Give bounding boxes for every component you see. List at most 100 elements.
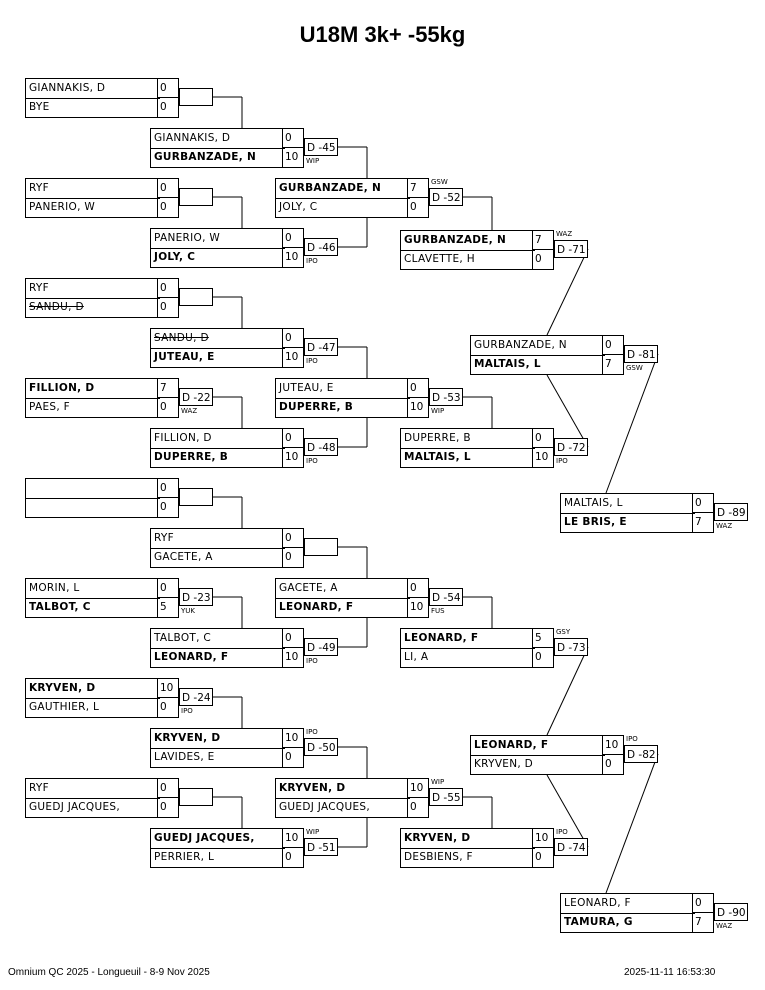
competitor-score: 0 xyxy=(157,198,179,217)
connector-line xyxy=(546,774,589,848)
competitor-score: 0 xyxy=(157,398,179,417)
competitor-score: 0 xyxy=(157,498,179,517)
match-number-label: D -49 xyxy=(304,638,338,656)
competitor-name: GURBANZADE, N xyxy=(154,151,257,163)
competitor-name: TALBOT, C xyxy=(151,629,285,649)
competitor-score: 10 xyxy=(157,679,179,698)
competitor-name: GACETE, A xyxy=(154,551,213,563)
competitor-score: 0 xyxy=(282,748,304,767)
match-number-label: D -51 xyxy=(304,838,338,856)
competitor-score: 0 xyxy=(692,494,714,513)
competitor-name: GIANNAKIS, D xyxy=(26,79,160,99)
competitor-score: 0 xyxy=(157,79,179,98)
competitor-name: MALTAIS, L xyxy=(474,358,541,370)
competitor-name: CLAVETTE, H xyxy=(404,253,475,265)
competitor-score: 0 xyxy=(282,529,304,548)
competitor-score: 0 xyxy=(157,179,179,198)
competitor-score: 0 xyxy=(157,698,179,717)
match-number-label: D -24 xyxy=(179,688,213,706)
competitor-score: 0 xyxy=(282,129,304,148)
competitor-name: GUEDJ JACQUES, xyxy=(279,801,371,813)
competitor-score: 10 xyxy=(407,779,429,798)
competitor-score: 0 xyxy=(282,848,304,867)
win-technique-code: GSY xyxy=(556,628,571,636)
competitor-name: LEONARD, F xyxy=(154,651,229,663)
competitor-name: JUTEAU, E xyxy=(276,379,410,399)
competitor-name: RYF xyxy=(26,279,160,299)
competitor-name: KRYVEN, D xyxy=(276,779,410,799)
match-number-label: D -47 xyxy=(304,338,338,356)
win-technique-code: IPO xyxy=(306,457,318,465)
competitor-name: DUPERRE, B xyxy=(279,401,354,413)
connector-line xyxy=(605,753,659,894)
competitor-name: GUEDJ JACQUES, xyxy=(151,829,285,849)
competitor-score: 0 xyxy=(282,629,304,648)
competitor-name: FILLION, D xyxy=(26,379,160,399)
competitor-name: KRYVEN, D xyxy=(26,679,160,699)
match-number-label: D -23 xyxy=(179,588,213,606)
competitor-name: LEONARD, F xyxy=(471,736,605,756)
win-technique-code: WIP xyxy=(306,828,320,836)
competitor-name: FILLION, D xyxy=(151,429,285,449)
competitor-score: 0 xyxy=(282,229,304,248)
competitor-score: 10 xyxy=(282,348,304,367)
competitor-score: 7 xyxy=(407,179,429,198)
competitor-score: 0 xyxy=(157,279,179,298)
competitor-score: 0 xyxy=(532,648,554,667)
competitor-score: 7 xyxy=(602,355,624,374)
empty-match-label xyxy=(179,188,213,206)
empty-match-label xyxy=(179,288,213,306)
competitor-score: 0 xyxy=(157,579,179,598)
competitor-score: 10 xyxy=(407,398,429,417)
competitor-score: 0 xyxy=(282,329,304,348)
empty-match-label xyxy=(179,788,213,806)
competitor-name: LEONARD, F xyxy=(561,894,695,914)
empty-match-label xyxy=(179,88,213,106)
competitor-name: GUEDJ JACQUES, xyxy=(29,801,121,813)
competitor-name: GACETE, A xyxy=(276,579,410,599)
competitor-score: 0 xyxy=(407,579,429,598)
match-number-label: D -54 xyxy=(429,588,463,606)
win-technique-code: FUS xyxy=(431,607,445,615)
win-technique-code: IPO xyxy=(626,735,638,743)
win-technique-code: WAZ xyxy=(716,522,733,530)
win-technique-code: IPO xyxy=(181,707,193,715)
competitor-score: 0 xyxy=(407,379,429,398)
competitor-name: PAES, F xyxy=(29,401,70,413)
competitor-name: JUTEAU, E xyxy=(154,351,215,363)
match-number-label: D -89 xyxy=(714,503,748,521)
competitor-name: RYF xyxy=(26,179,160,199)
competitor-score: 7 xyxy=(692,513,714,532)
match-number-label: D -90 xyxy=(714,903,748,921)
competitor-score: 0 xyxy=(602,336,624,355)
competitor-score: 0 xyxy=(157,98,179,117)
competitor-name: JOLY, C xyxy=(279,201,318,213)
competitor-score: 10 xyxy=(282,248,304,267)
match-number-label: D -74 xyxy=(554,838,588,856)
win-technique-code: GSW xyxy=(626,364,643,372)
match-number-label: D -82 xyxy=(624,745,658,763)
win-technique-code: IPO xyxy=(556,457,568,465)
match-number-label: D -22 xyxy=(179,388,213,406)
competitor-score: 5 xyxy=(157,598,179,617)
competitor-score: 10 xyxy=(282,448,304,467)
match-number-label: D -53 xyxy=(429,388,463,406)
competitor-name: DUPERRE, B xyxy=(154,451,229,463)
competitor-name xyxy=(26,498,160,517)
competitor-score: 0 xyxy=(407,798,429,817)
competitor-name: GURBANZADE, N xyxy=(401,231,535,251)
competitor-score: 5 xyxy=(532,629,554,648)
